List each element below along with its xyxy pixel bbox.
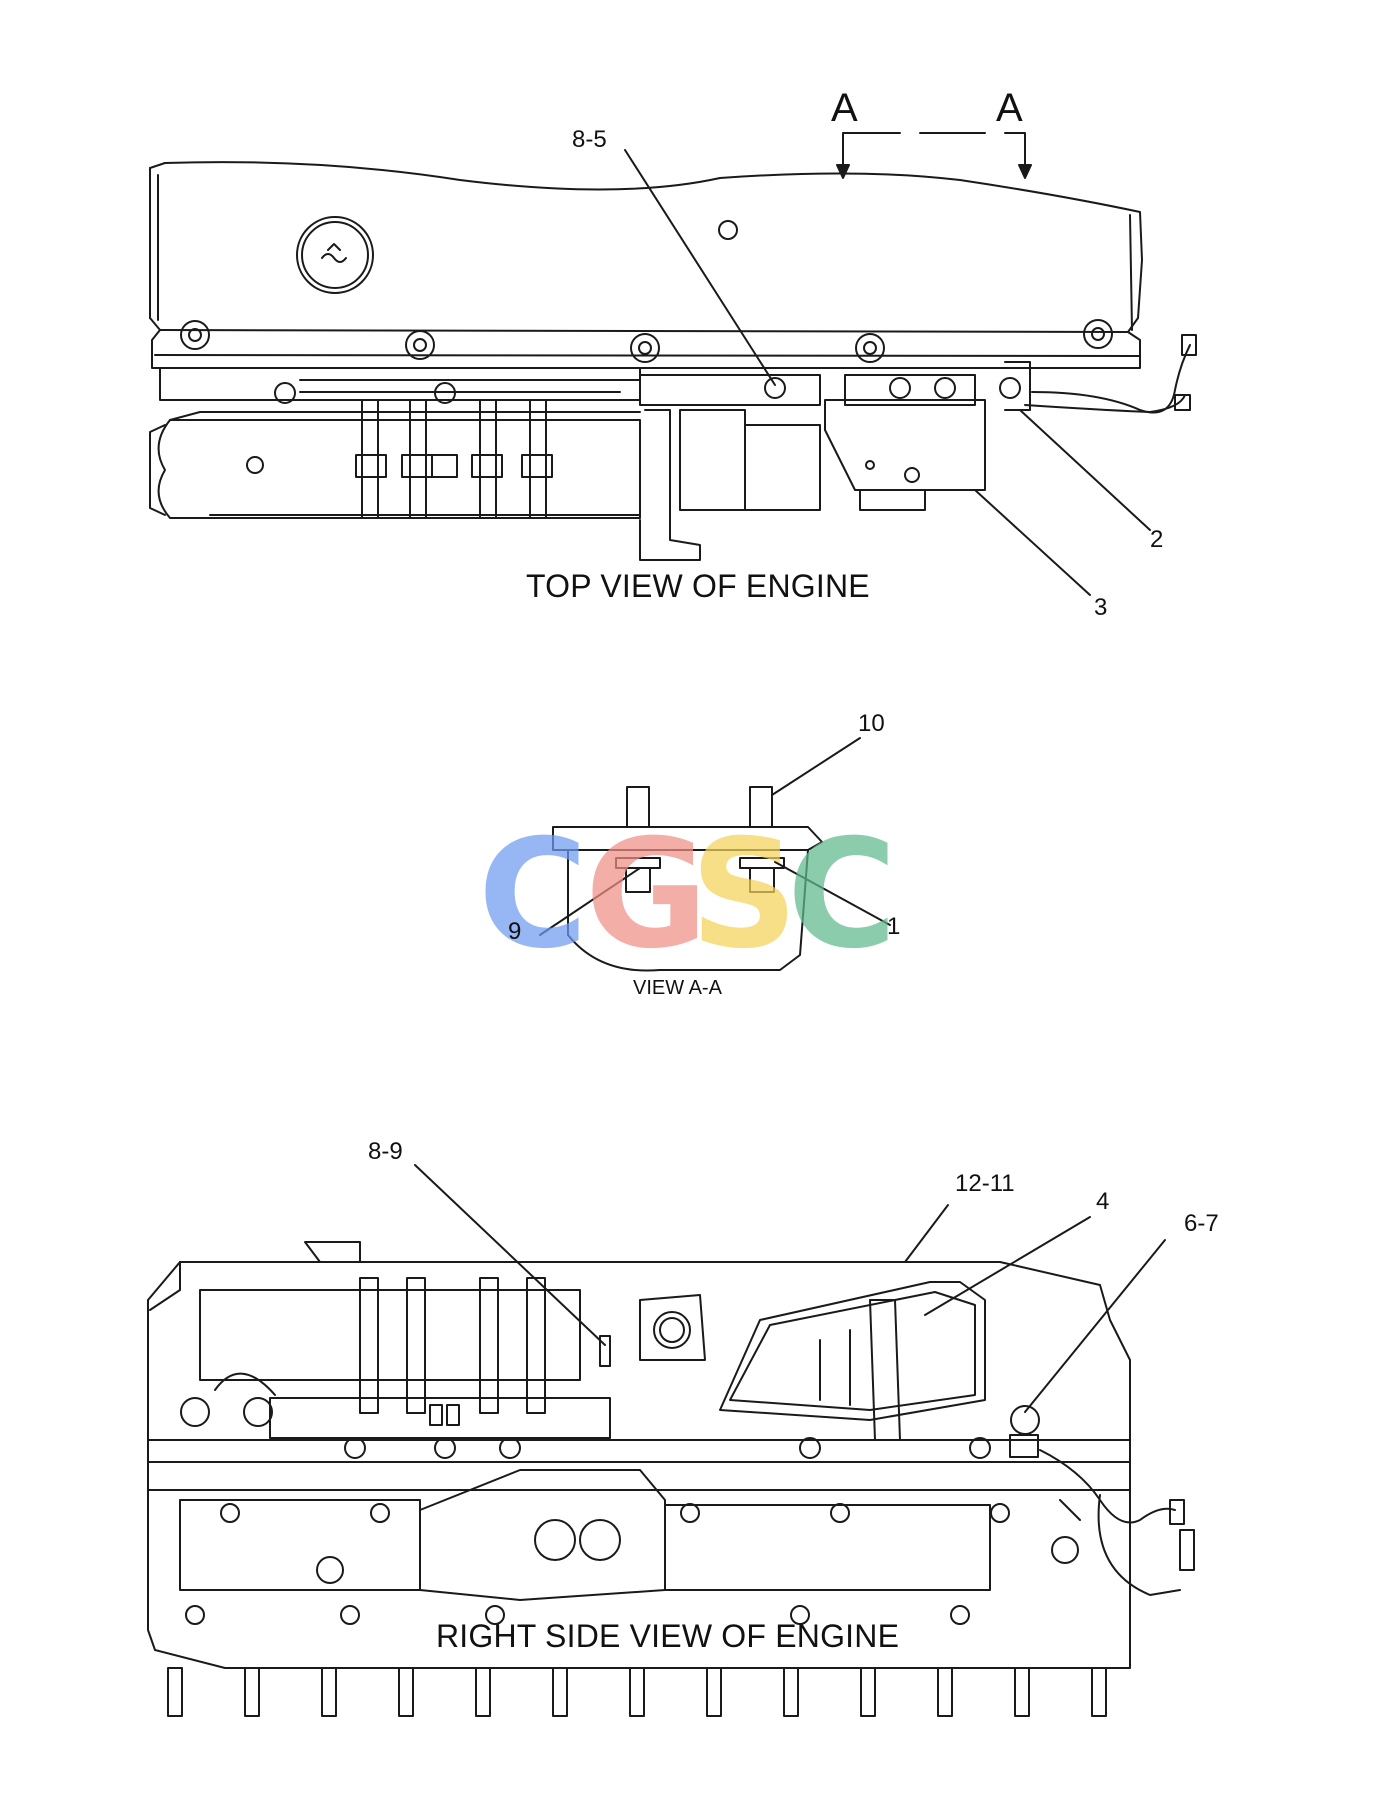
callout-8-5: 8-5 — [572, 126, 607, 153]
callout-6-7: 6-7 — [1184, 1210, 1219, 1237]
callout-4: 4 — [1096, 1188, 1110, 1215]
top-bolts — [180, 319, 1113, 404]
top-view-drawing — [149, 132, 1197, 596]
watermark-letter-g: G — [585, 808, 709, 982]
callout-3: 3 — [1094, 594, 1108, 621]
callout-1: 1 — [887, 913, 901, 940]
side-studs — [167, 1667, 1107, 1717]
section-view-title: VIEW A-A — [633, 977, 722, 999]
watermark-letter-s: S — [690, 808, 799, 982]
side-view-title: RIGHT SIDE VIEW OF ENGINE — [436, 1618, 900, 1654]
section-marker-right: A — [996, 86, 1023, 130]
callout-10: 10 — [858, 710, 885, 737]
watermark-letter-c1: C — [478, 808, 589, 982]
section-view-drawing — [539, 737, 891, 972]
side-bolts — [180, 1397, 1010, 1625]
section-marker-left: A — [831, 86, 858, 130]
top-view-title: TOP VIEW OF ENGINE — [526, 568, 870, 604]
callout-12-11: 12-11 — [955, 1170, 1015, 1197]
callout-2: 2 — [1150, 526, 1164, 553]
watermark-letter-c2: C — [787, 808, 898, 982]
side-view-drawing — [147, 1164, 1195, 1717]
top-clamps — [355, 399, 553, 519]
callout-8-9: 8-9 — [368, 1138, 403, 1165]
callout-9: 9 — [508, 918, 522, 945]
